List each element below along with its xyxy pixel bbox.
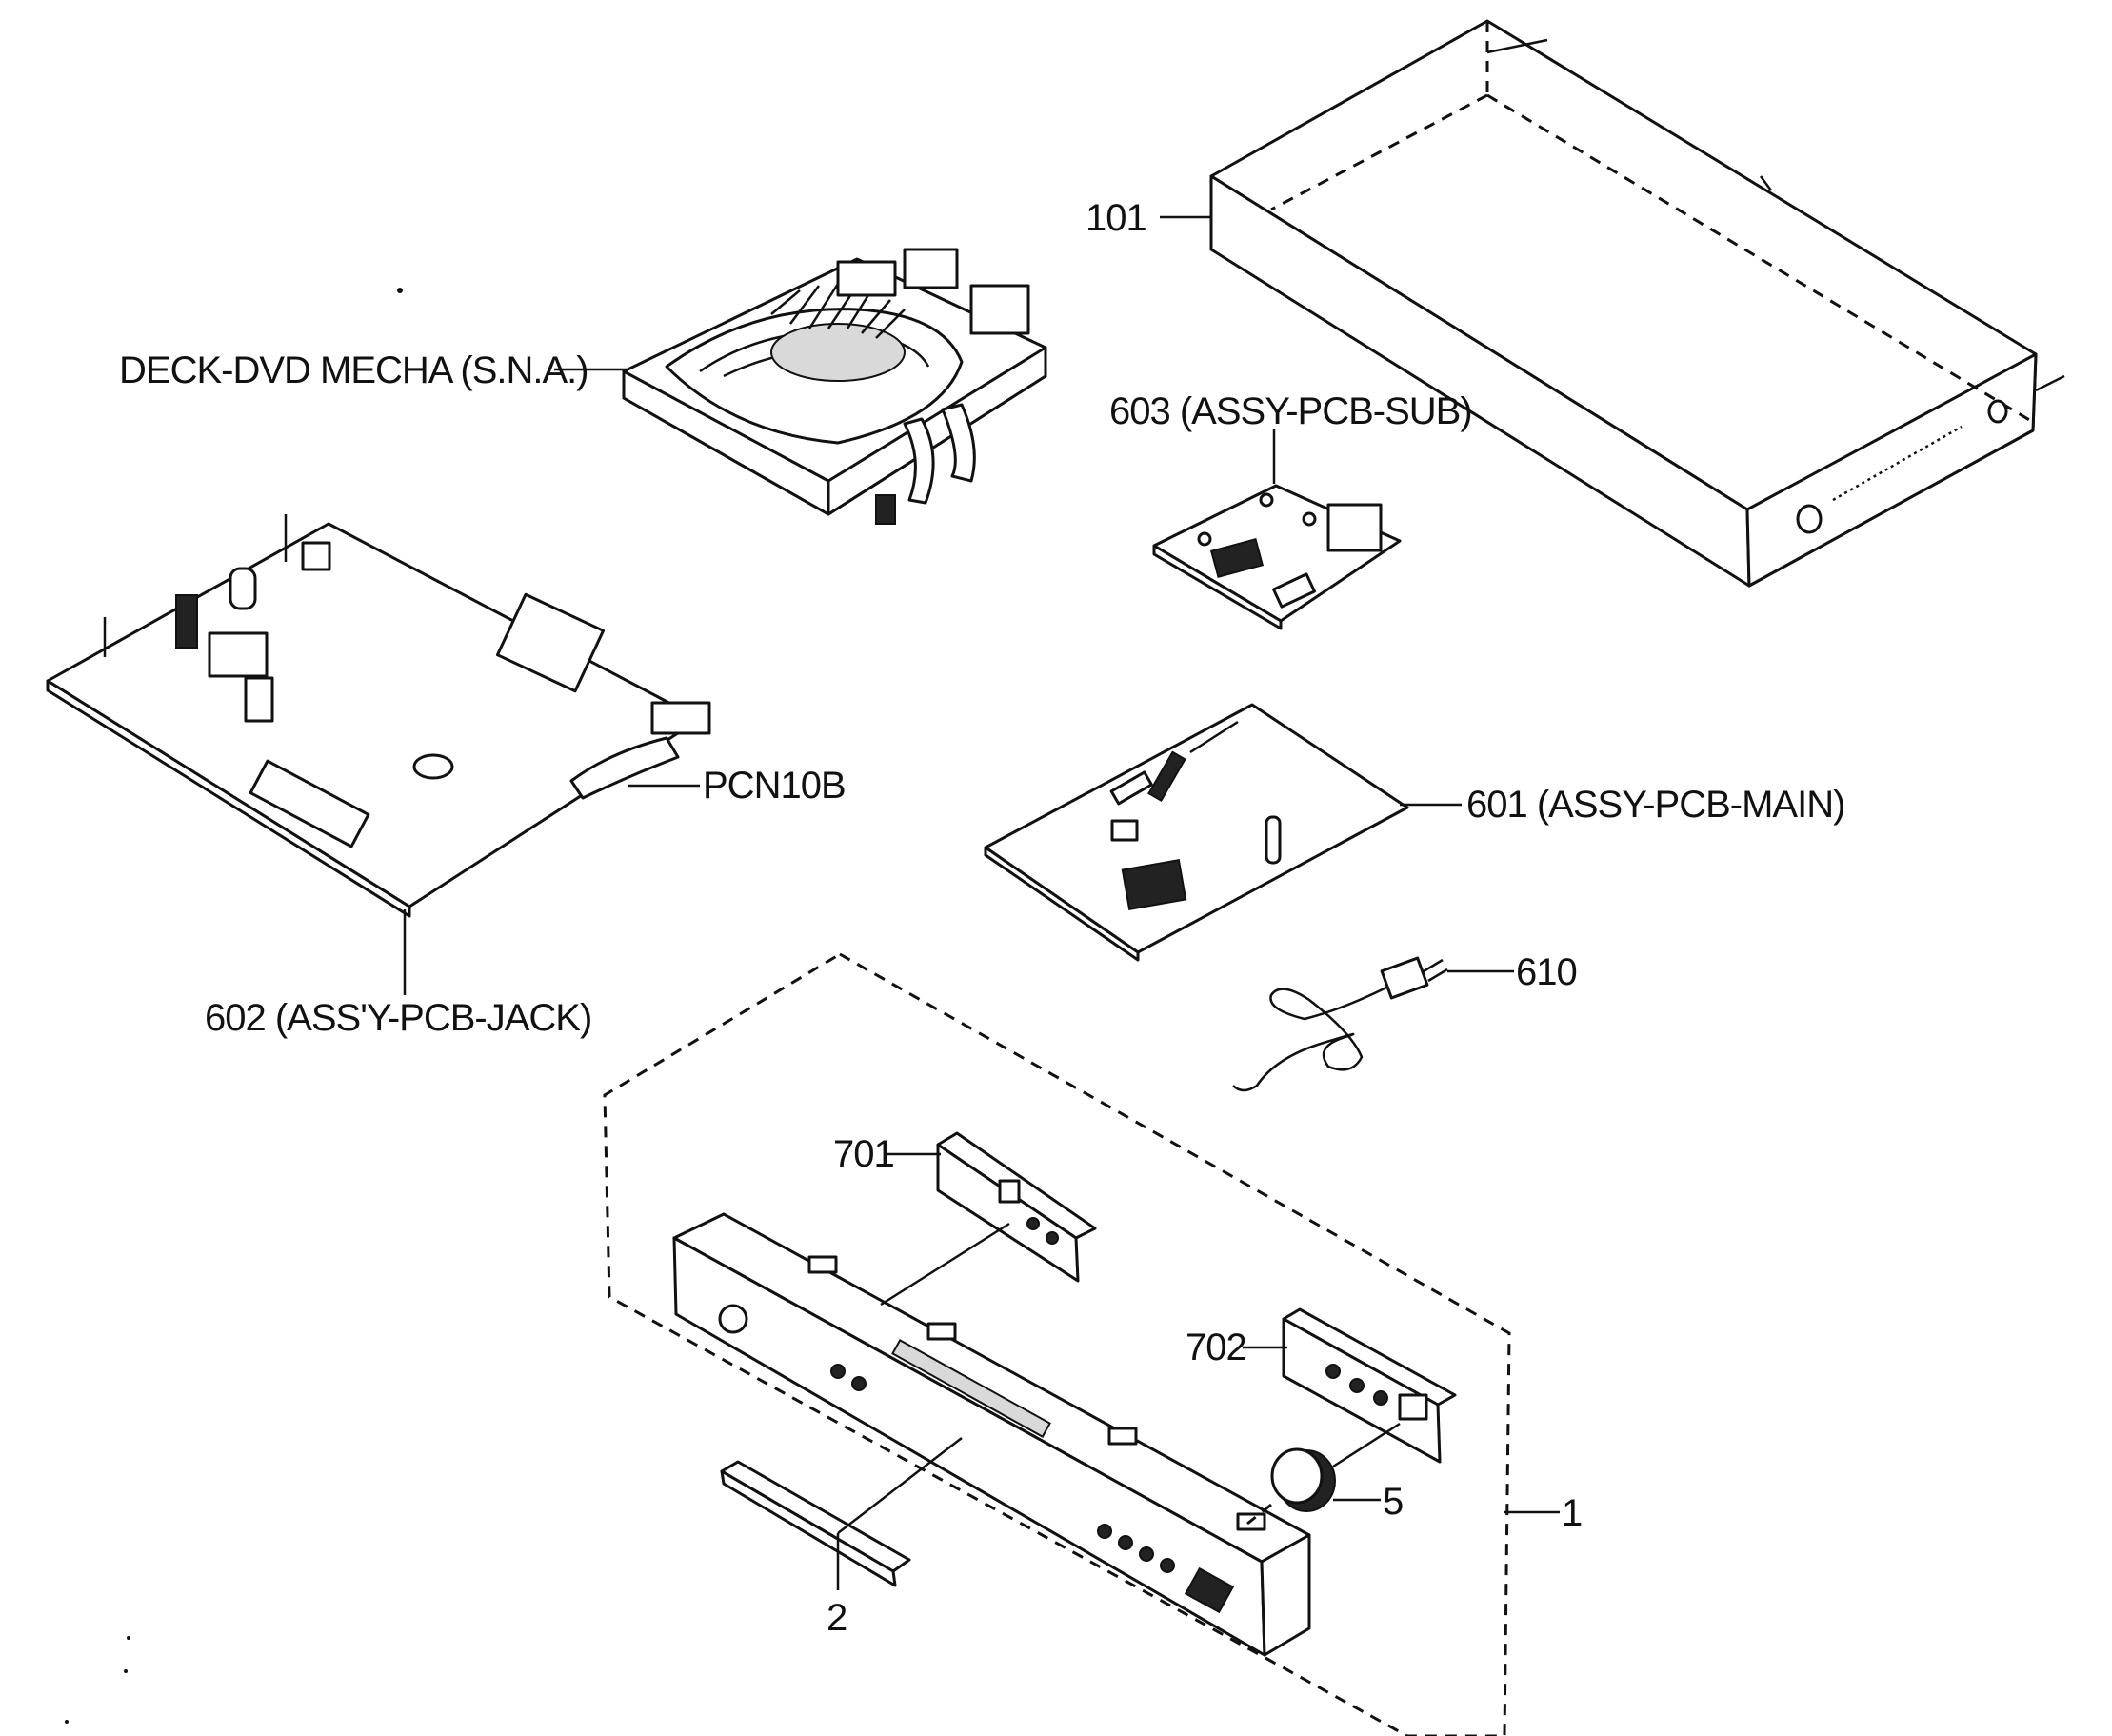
label-701: 701 bbox=[833, 1133, 894, 1175]
pcb-main-601: 601 (ASSY-PCB-MAIN) bbox=[984, 703, 1845, 962]
dvd-mecha-deck: DECK-DVD MECHA (S.N.A.) bbox=[119, 248, 1047, 525]
label-601: 601 (ASSY-PCB-MAIN) bbox=[1466, 784, 1844, 826]
scan-specks bbox=[65, 288, 403, 1724]
front-panel-assembly-1: 1 701 bbox=[603, 952, 1583, 1736]
label-deck-dvd-mecha: DECK-DVD MECHA (S.N.A.) bbox=[119, 349, 588, 391]
pcb-jack-602: PCN10B 602 (ASS'Y-PCB-JACK) bbox=[46, 514, 847, 1039]
top-cabinet-101: 101 bbox=[1086, 19, 2065, 588]
label-5: 5 bbox=[1383, 1481, 1403, 1523]
pcb-sub-603: 603 (ASSY-PCB-SUB) bbox=[1109, 390, 1473, 630]
label-610: 610 bbox=[1516, 951, 1577, 993]
label-2: 2 bbox=[827, 1597, 847, 1639]
tray-door-2: 2 bbox=[720, 1437, 963, 1639]
pcb-701: 701 bbox=[833, 1131, 1097, 1307]
label-603: 603 (ASSY-PCB-SUB) bbox=[1109, 390, 1472, 432]
front-panel bbox=[672, 1212, 1311, 1657]
label-702: 702 bbox=[1186, 1327, 1246, 1368]
cabinet-vent-grille bbox=[1832, 425, 1963, 502]
knob-5: 5 bbox=[1246, 1447, 1404, 1526]
label-pcn10b: PCN10B bbox=[703, 765, 846, 807]
label-602: 602 (ASS'Y-PCB-JACK) bbox=[205, 997, 591, 1039]
power-cord-610: 610 bbox=[1232, 951, 1578, 1092]
label-101: 101 bbox=[1086, 197, 1146, 239]
label-1: 1 bbox=[1562, 1492, 1582, 1534]
spindle-fan bbox=[770, 283, 906, 339]
pcb-702: 702 bbox=[1186, 1307, 1457, 1468]
